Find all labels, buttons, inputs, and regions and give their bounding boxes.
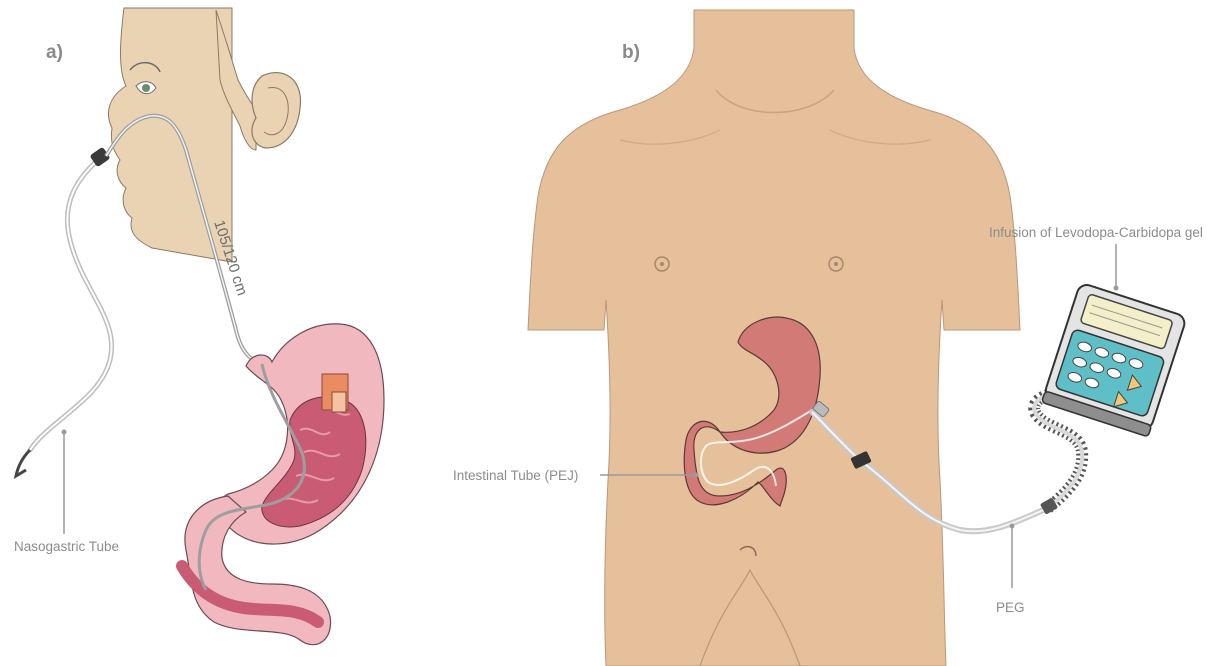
panel-a-label: a)	[46, 42, 63, 63]
panel-b-label: b)	[622, 42, 640, 63]
infusion-pump	[1041, 282, 1186, 436]
nasogastric-tube-label: Nasogastric Tube	[14, 539, 119, 554]
stomach-a-inner	[262, 397, 366, 527]
ear	[252, 73, 301, 148]
tube-end-clip	[16, 450, 30, 476]
iris	[142, 84, 150, 92]
infusion-label: Infusion of Levodopa-Carbidopa gel	[989, 225, 1203, 240]
peg-label: PEG	[996, 600, 1025, 615]
intestinal-tube-label: Intestinal Tube (PEJ)	[453, 468, 578, 483]
